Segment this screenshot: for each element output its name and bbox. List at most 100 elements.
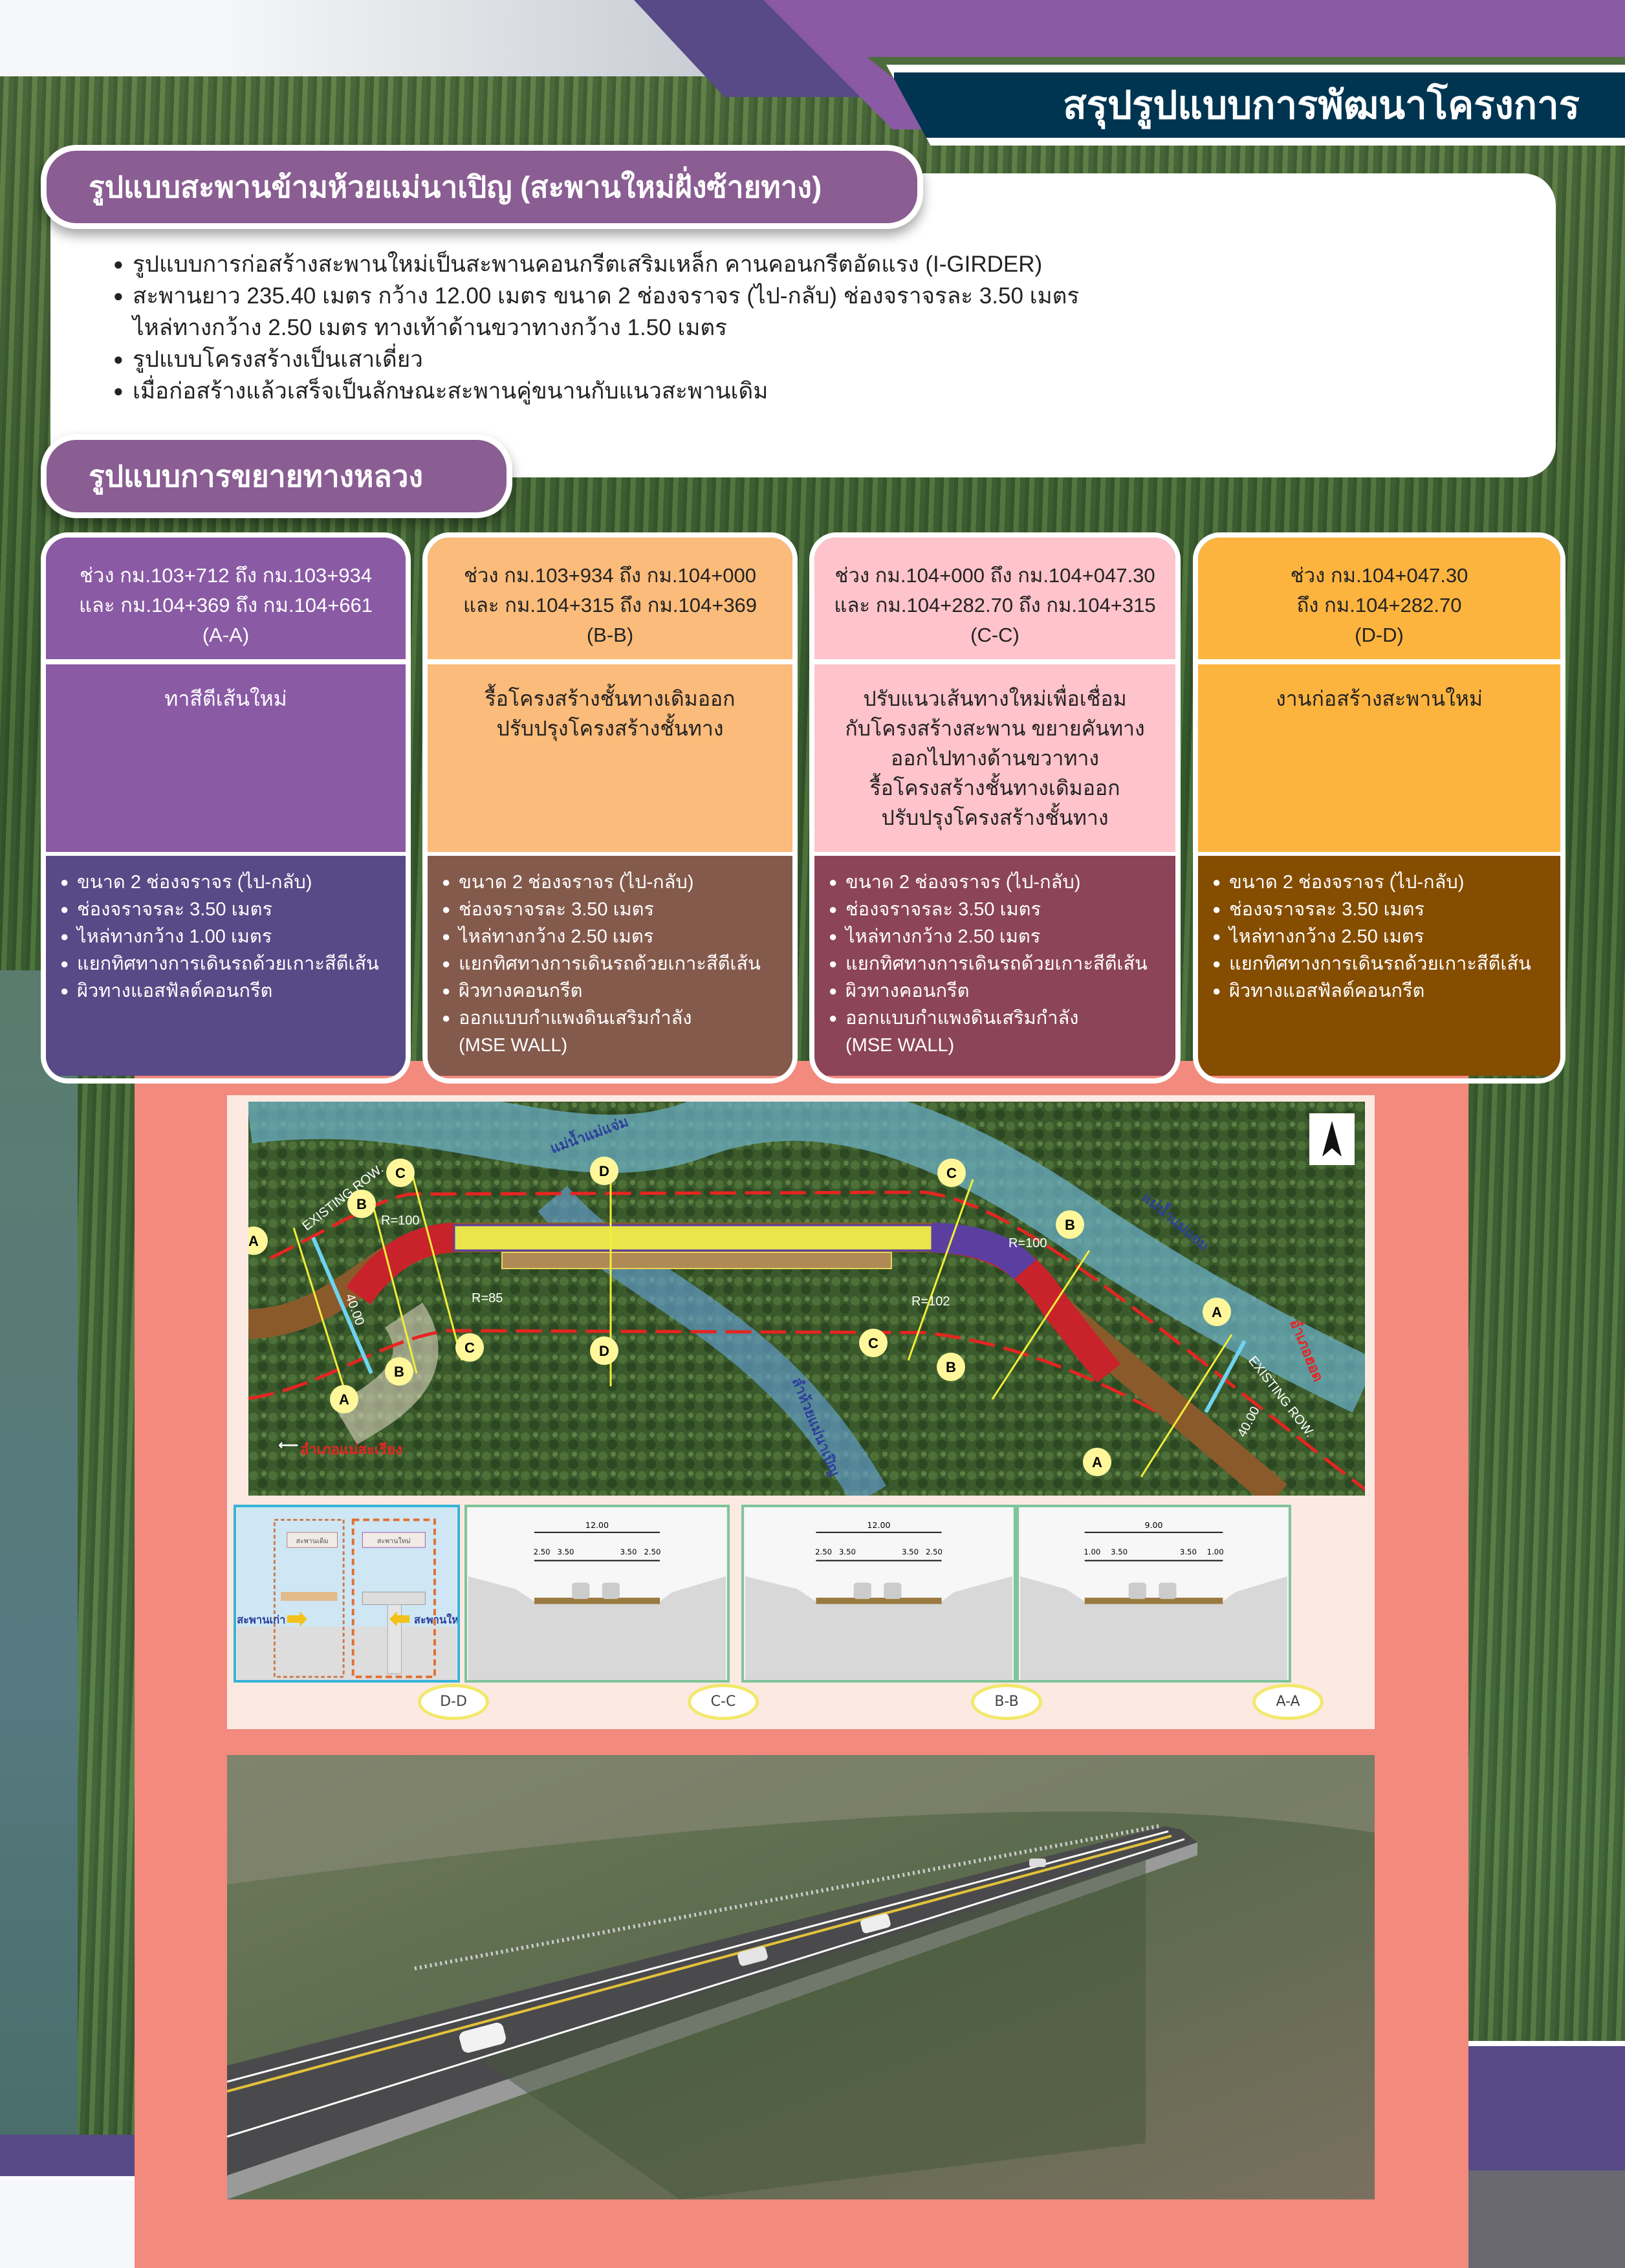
bullet: รูปแบบโครงสร้างเป็นเสาเดี่ยว: [113, 343, 1079, 375]
spec-item: ออกแบบกำแพงดินเสริมกำลัง: [442, 1005, 792, 1032]
section-marker-c: C: [455, 1333, 484, 1362]
lane-width-label: 3.50: [1111, 1547, 1128, 1556]
segment-specs: ขนาด 2 ช่องจราจร (ไป-กลับ)ช่องจราจรละ 3.…: [46, 856, 406, 1076]
section-marker-a: A: [248, 1227, 268, 1255]
segment-specs: ขนาด 2 ช่องจราจร (ไป-กลับ)ช่องจราจรละ 3.…: [814, 856, 1175, 1076]
svg-text:C: C: [946, 1165, 957, 1181]
old-bridge-tag: สะพานเดิม: [296, 1536, 329, 1545]
section-marker-a: A: [1203, 1298, 1231, 1326]
spec-item: ช่องจราจรละ 3.50 เมตร: [60, 896, 406, 923]
top-strip: [0, 0, 712, 76]
spec-item: ผิวทางแอสฟัลต์คอนกรีต: [60, 977, 406, 1005]
svg-text:A: A: [1092, 1454, 1102, 1470]
segment-range-line: และ กม.104+282.70 ถึง กม.104+315: [834, 594, 1156, 616]
lane-width-label: 3.50: [839, 1547, 856, 1556]
old-bridge: [501, 1252, 892, 1269]
row-line-bottom: [248, 1329, 1242, 1458]
spec-item: ไหล่ทางกว้าง 2.50 เมตร: [829, 923, 1175, 950]
section-marker-b: B: [385, 1357, 413, 1386]
segment-range-line: และ กม.104+369 ถึง กม.104+661: [78, 594, 373, 616]
plan-map: D D C C C C B B B B A A A A R=100 R=85 R…: [248, 1102, 1365, 1496]
spec-item: ผิวทางแอสฟัลต์คอนกรีต: [1212, 977, 1560, 1005]
spec-item: ขนาด 2 ช่องจราจร (ไป-กลับ): [60, 869, 406, 896]
spec-item: ขนาด 2 ช่องจราจร (ไป-กลับ): [1212, 869, 1560, 896]
segment-work-line: รื้อโครงสร้างชั้นทางเดิมออก: [485, 687, 736, 710]
segment-range-line: ช่วง กม.103+934 ถึง กม.104+000: [463, 564, 757, 587]
svg-text:B: B: [1065, 1217, 1075, 1233]
decor-block: [0, 2180, 135, 2268]
section-marker-a: A: [330, 1385, 358, 1413]
spec-item: ไหล่ทางกว้าง 1.00 เมตร: [60, 923, 406, 950]
river-background: [0, 970, 78, 2135]
section-marker-d: D: [590, 1336, 618, 1365]
bridge-section-title: รูปแบบสะพานข้ามห้วยแม่นาเปิญ (สะพานใหม่ฝ…: [41, 145, 923, 229]
segment-work-line: ปรับปรุงโครงสร้างชั้นทาง: [496, 717, 724, 740]
decor-band: [0, 2135, 135, 2180]
segment-work: ปรับแนวเส้นทางใหม่เพื่อเชื่อมกับโครงสร้า…: [814, 664, 1175, 856]
segment-work-line: ปรับแนวเส้นทางใหม่เพื่อเชื่อม: [863, 687, 1127, 710]
spec-item: ไหล่ทางกว้าง 2.50 เมตร: [442, 923, 792, 950]
segment-work-line: ปรับปรุงโครงสร้างชั้นทาง: [881, 806, 1109, 829]
spec-item: แยกทิศทางการเดินรถด้วยเกาะสีตีเส้น: [442, 950, 792, 977]
section-marker-b: B: [1056, 1210, 1084, 1239]
segment-specs: ขนาด 2 ช่องจราจร (ไป-กลับ)ช่องจราจรละ 3.…: [1198, 856, 1560, 1076]
bullet: สะพานยาว 235.40 เมตร กว้าง 12.00 เมตร ขน…: [113, 280, 1079, 312]
lane-width-label: 2.50: [926, 1547, 943, 1556]
section-label-cc: C-C: [688, 1684, 759, 1720]
old-bridge-label: สะพานเก่า: [237, 1614, 285, 1626]
north-arrow-icon: [1309, 1113, 1355, 1165]
spec-item: (MSE WALL): [459, 1035, 568, 1056]
radius-label: R=102: [911, 1294, 950, 1309]
page-title-banner: สรุปรูปแบบการพัฒนาโครงการ: [886, 65, 1625, 146]
segment-work-line: รื้อโครงสร้างชั้นทางเดิมออก: [869, 776, 1120, 800]
radius-label: R=85: [472, 1291, 503, 1305]
svg-text:C: C: [395, 1165, 406, 1181]
segment-range-line: (B-B): [586, 624, 634, 646]
svg-text:B: B: [394, 1364, 404, 1380]
lane-width-label: 3.50: [557, 1547, 574, 1556]
highway-section-title: รูปแบบการขยายทางหลวง: [41, 434, 512, 518]
lane-width-label: 2.50: [815, 1547, 832, 1556]
decor-block: [1468, 2170, 1625, 2268]
spec-item: ไหล่ทางกว้าง 2.50 เมตร: [1212, 923, 1560, 950]
spec-item: แยกทิศทางการเดินรถด้วยเกาะสีตีเส้น: [1212, 950, 1560, 977]
car: [459, 2022, 506, 2053]
lane-width-label: 3.50: [902, 1547, 919, 1556]
svg-text:B: B: [356, 1196, 367, 1212]
bullet: รูปแบบการก่อสร้างสะพานใหม่เป็นสะพานคอนกร…: [113, 248, 1079, 280]
bridge-bullets: รูปแบบการก่อสร้างสะพานใหม่เป็นสะพานคอนกร…: [113, 248, 1079, 407]
section-marker-c: C: [386, 1159, 415, 1187]
car: [737, 1946, 768, 1966]
arrow-left-icon: ⟵: [278, 1437, 299, 1454]
decor-band: [1468, 2041, 1625, 2170]
svg-text:D: D: [599, 1163, 609, 1179]
section-label-aa: A-A: [1252, 1684, 1324, 1720]
radius-label: R=100: [1009, 1236, 1047, 1250]
railing: [414, 1824, 1159, 1970]
lane-width-label: 3.50: [1180, 1547, 1197, 1556]
svg-text:A: A: [339, 1391, 349, 1408]
plan-map-figure: D D C C C C B B B B A A A A R=100 R=85 R…: [227, 1095, 1375, 1729]
spec-item: ออกแบบกำแพงดินเสริมกำลัง: [829, 1005, 1175, 1032]
new-bridge: [453, 1224, 933, 1252]
segment-range-line: ช่วง กม.104+047.30: [1290, 564, 1468, 587]
svg-text:C: C: [464, 1340, 475, 1356]
row-line-top: [269, 1190, 1365, 1491]
lane-width-label: 1.00: [1207, 1547, 1224, 1556]
new-bridge-label: สะพานใหม่: [414, 1613, 457, 1626]
section-marker-a: A: [1083, 1448, 1111, 1476]
segment-work: ทาสีตีเส้นใหม่: [46, 664, 406, 856]
bullet-continuation: ไหล่ทางกว้าง 2.50 เมตร ทางเท้าด้านขวาทาง…: [133, 315, 727, 340]
segment-range-line: (C-C): [970, 624, 1020, 646]
width-dimension-left: [311, 1236, 373, 1375]
car: [1029, 1859, 1046, 1867]
